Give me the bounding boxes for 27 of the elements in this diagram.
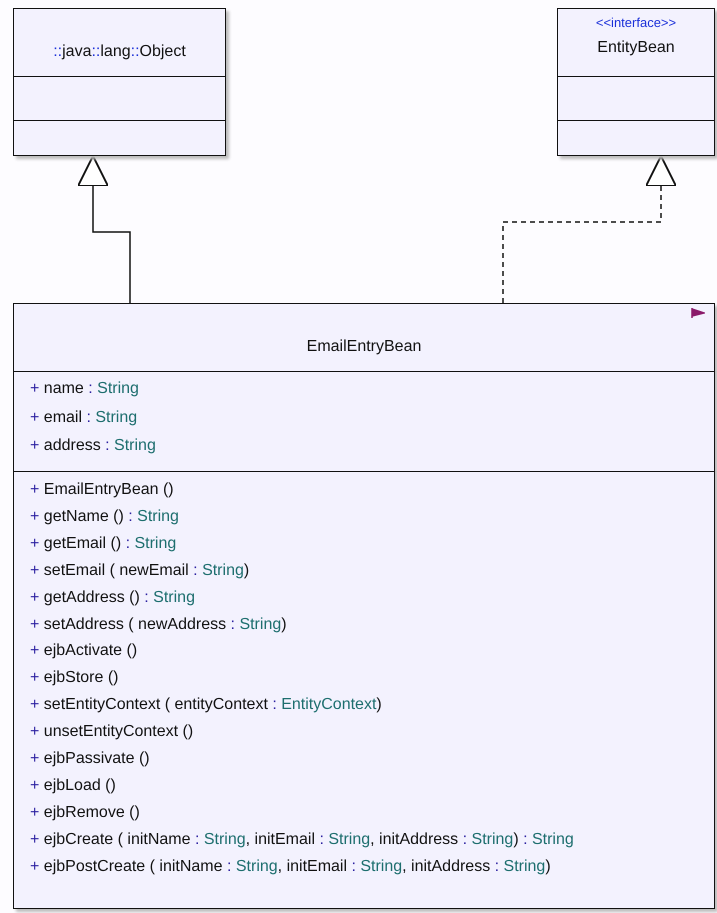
class-box xyxy=(13,303,715,909)
operation-text: + getName () : String xyxy=(30,508,179,526)
class-name: ::java::lang::Object xyxy=(52,43,187,61)
operation-text: + getEmail () : String xyxy=(30,534,176,553)
operation-text: + ejbRemove () xyxy=(30,804,140,822)
operation-text: + setEmail ( newEmail : String) xyxy=(30,562,250,580)
attribute-text: + address : String xyxy=(30,437,156,455)
operation-text: + setEntityContext ( entityContext : EntityContext) xyxy=(30,696,382,714)
generalization-arrow xyxy=(77,155,131,303)
operation-text: + ejbLoad () xyxy=(30,776,116,795)
operation-text: + EmailEntryBean () xyxy=(30,481,174,499)
operation-text: + ejbPostCreate ( initName : String, initEmail : String, initAddress : String) xyxy=(30,858,551,876)
class-box xyxy=(13,8,226,156)
operation-text: + getAddress () : String xyxy=(30,588,195,607)
class-name: EmailEntryBean xyxy=(306,338,422,356)
operation-text: + ejbCreate ( initName : String, initEmail : String, initAddress : String) : String xyxy=(30,830,574,849)
operation-text: + setAddress ( newAddress : String) xyxy=(30,616,287,634)
attribute-text: + name : String xyxy=(30,380,139,398)
attribute-text: + email : String xyxy=(30,408,138,426)
stereotype-label: <<interface>> xyxy=(594,15,678,30)
class-box xyxy=(557,8,715,156)
realization-arrow xyxy=(502,155,677,303)
operation-text: + ejbPassivate () xyxy=(30,750,150,768)
operation-text: + unsetEntityContext () xyxy=(30,723,194,742)
operation-text: + ejbActivate () xyxy=(30,642,138,660)
class-name: EntityBean xyxy=(596,39,676,57)
operation-text: + ejbStore () xyxy=(30,669,118,688)
